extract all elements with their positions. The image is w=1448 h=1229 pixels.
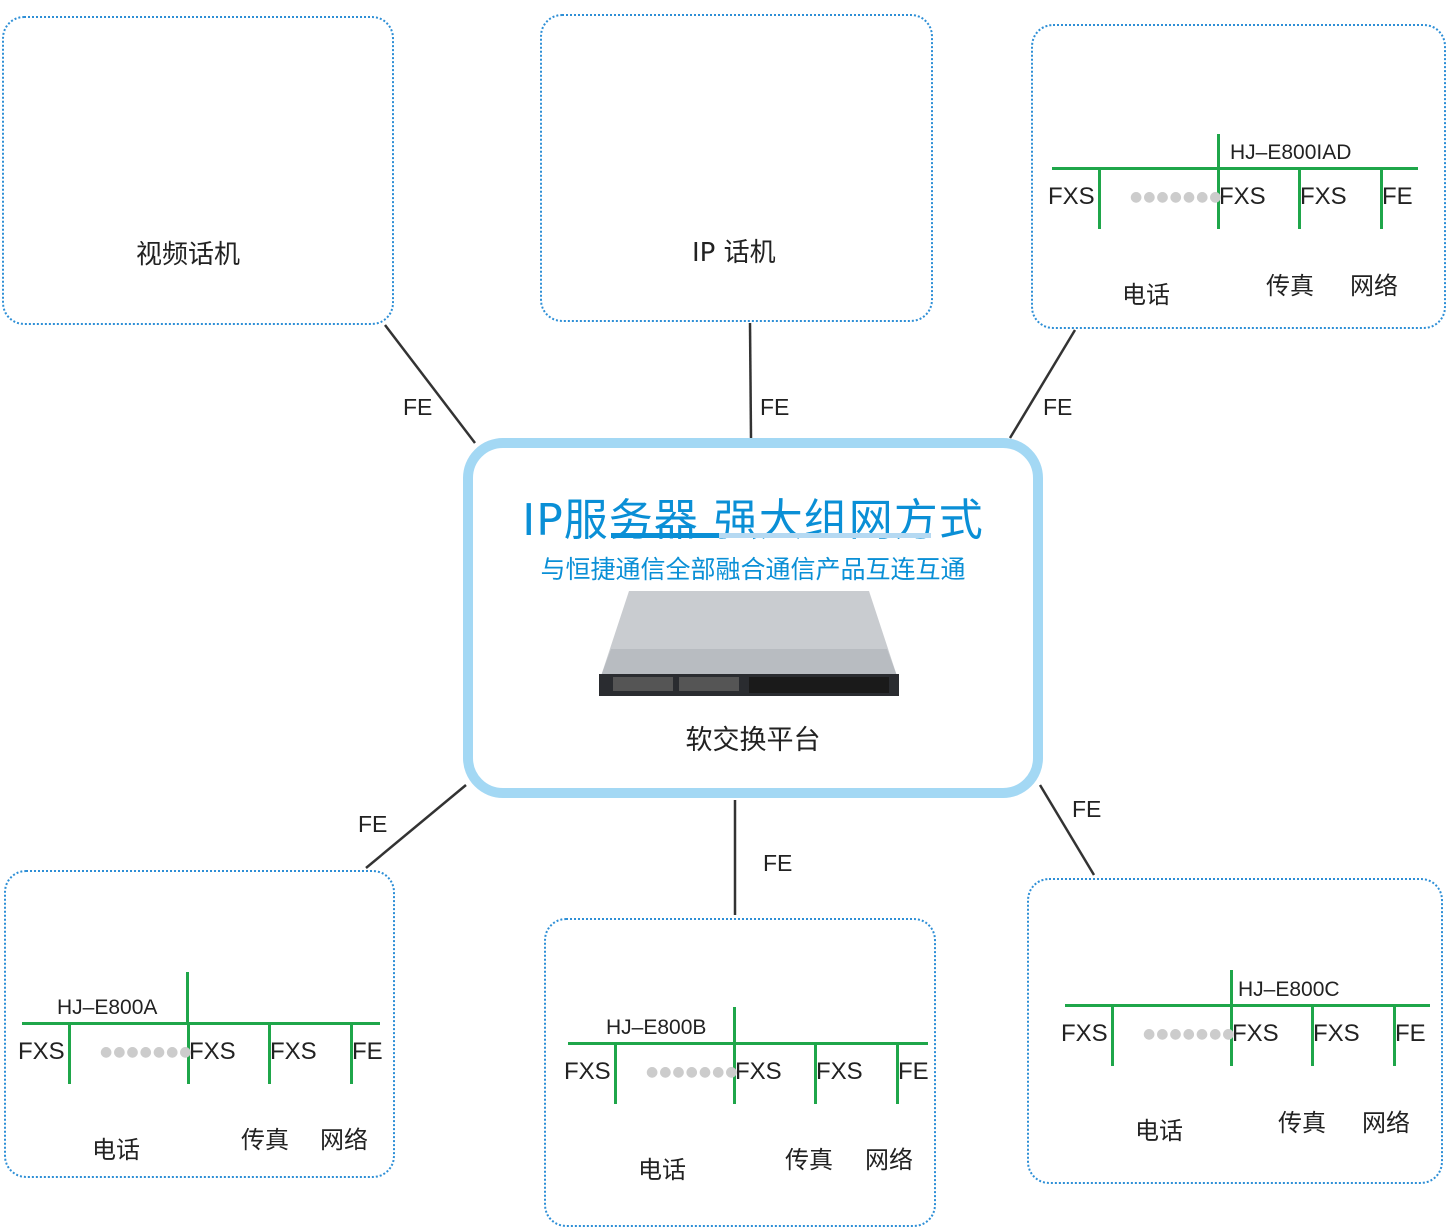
port-drop <box>350 1022 353 1084</box>
gateway-model-label: HJ–E800B <box>606 1016 707 1039</box>
gateway-e800a-group <box>4 870 395 1178</box>
endpoint-label-phone: 电话 <box>92 1136 140 1164</box>
endpoint-label-network: 网络 <box>1350 272 1398 300</box>
port-label-fxs: FXS <box>270 1038 317 1065</box>
ellipsis-dots: ●●●●●●● <box>100 1044 193 1060</box>
port-drop <box>896 1042 899 1104</box>
port-drop <box>614 1042 617 1104</box>
port-drop <box>1393 1004 1396 1066</box>
gateway-model-label: HJ–E800IAD <box>1230 141 1352 164</box>
port-label-fxs: FXS <box>189 1038 236 1065</box>
port-drop <box>1298 167 1301 229</box>
endpoint-label-phone: 电话 <box>638 1156 686 1184</box>
port-label-fxs: FXS <box>1232 1020 1279 1047</box>
port-drop <box>1380 167 1383 229</box>
port-drop <box>1230 1004 1233 1066</box>
link-ip-phones <box>748 322 753 439</box>
fe-label: FE <box>763 850 793 876</box>
port-drop <box>733 1042 736 1104</box>
device-uplink <box>1230 970 1233 1004</box>
link-e800iad <box>1008 329 1077 439</box>
port-drop <box>268 1022 271 1084</box>
endpoint-label-fax: 传真 <box>1266 272 1314 300</box>
port-drop <box>1111 1004 1114 1066</box>
port-drop <box>68 1022 71 1084</box>
endpoint-label-phone: 电话 <box>1135 1117 1183 1145</box>
gateway-e800iad-group <box>1031 24 1446 329</box>
bus-line <box>22 1022 380 1025</box>
fe-label: FE <box>760 394 790 420</box>
title-underline <box>611 533 719 538</box>
ellipsis-dots: ●●●●●●● <box>1143 1026 1236 1042</box>
endpoint-label-fax: 传真 <box>241 1126 289 1154</box>
endpoint-label-network: 网络 <box>865 1146 913 1174</box>
port-label-fxs: FXS <box>564 1058 611 1085</box>
link-e800a <box>365 784 467 869</box>
port-label-fe: FE <box>898 1058 929 1085</box>
video-phone-label: 视频话机 <box>136 240 241 270</box>
endpoint-label-fax: 传真 <box>785 1146 833 1174</box>
port-label-fxs: FXS <box>735 1058 782 1085</box>
endpoint-label-network: 网络 <box>1362 1109 1410 1137</box>
port-drop <box>1217 167 1220 229</box>
server-label: 软交换平台 <box>685 725 821 756</box>
bus-line <box>1052 167 1418 170</box>
port-drop <box>1098 167 1101 229</box>
port-drop <box>1311 1004 1314 1066</box>
port-label-fxs: FXS <box>18 1038 65 1065</box>
video-phone-group: 视频话机 <box>2 16 394 325</box>
gateway-model-label: HJ–E800A <box>57 996 158 1019</box>
endpoint-label-fax: 传真 <box>1278 1109 1326 1137</box>
gateway-e800c-group <box>1027 878 1443 1184</box>
fe-label: FE <box>1072 796 1102 822</box>
port-label-fxs: FXS <box>1219 183 1266 210</box>
port-label-fxs: FXS <box>1048 183 1095 210</box>
bus-line <box>1065 1004 1430 1007</box>
port-label-fxs: FXS <box>1300 183 1347 210</box>
port-label-fe: FE <box>352 1038 383 1065</box>
fe-label: FE <box>403 394 433 420</box>
ip-phone-label: IP 话机 <box>692 238 776 268</box>
endpoint-label-network: 网络 <box>320 1126 368 1154</box>
title-underline-light <box>719 533 931 538</box>
center-title: IP服务器 强大组网方式 <box>522 495 984 546</box>
center-subtitle: 与恒捷通信全部融合通信产品互连互通 <box>540 555 966 584</box>
server-icon <box>599 591 899 696</box>
ellipsis-dots: ●●●●●●● <box>646 1064 739 1080</box>
bus-line <box>568 1042 928 1045</box>
link-e800c <box>1038 784 1096 876</box>
gateway-e800b-group <box>544 918 936 1227</box>
device-uplink <box>733 1007 736 1042</box>
port-label-fxs: FXS <box>816 1058 863 1085</box>
port-label-fe: FE <box>1382 183 1413 210</box>
ellipsis-dots: ●●●●●●● <box>1130 189 1223 205</box>
ip-phone-group: IP 话机 <box>540 14 933 322</box>
port-drop <box>814 1042 817 1104</box>
device-uplink <box>186 972 189 1022</box>
device-uplink <box>1217 134 1220 167</box>
link-video-phones <box>384 324 476 444</box>
fe-label: FE <box>1043 394 1073 420</box>
port-label-fe: FE <box>1395 1020 1426 1047</box>
gateway-model-label: HJ–E800C <box>1238 978 1340 1001</box>
port-label-fxs: FXS <box>1313 1020 1360 1047</box>
ip-server-panel: IP服务器 强大组网方式 与恒捷通信全部融合通信产品互连互通 软交换平台 <box>463 438 1043 798</box>
port-label-fxs: FXS <box>1061 1020 1108 1047</box>
port-drop <box>187 1022 190 1084</box>
fe-label: FE <box>358 811 388 837</box>
endpoint-label-phone: 电话 <box>1122 281 1170 309</box>
